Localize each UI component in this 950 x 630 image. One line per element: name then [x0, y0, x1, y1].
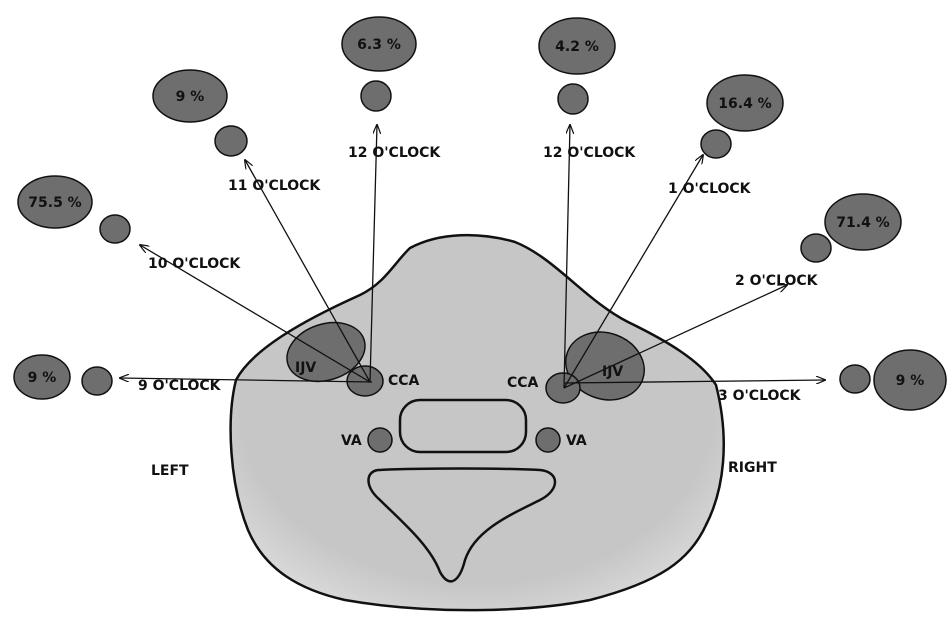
bubble-10-oclock: 75.5 % — [18, 176, 130, 243]
bubble-2-oclock: 71.4 % — [801, 194, 901, 262]
percent-10-oclock: 75.5 % — [28, 195, 81, 211]
percent-left-12-oclock: 6.3 % — [357, 37, 401, 53]
percent-9-oclock: 9 % — [28, 370, 57, 386]
cca-right-label: CCA — [507, 375, 539, 391]
va-left-label: VA — [341, 433, 362, 449]
label-right-12-oclock: 12 O'CLOCK — [543, 145, 636, 161]
bubble-left-12-oclock: 6.3 % — [342, 17, 416, 111]
side-label-right: RIGHT — [728, 460, 777, 476]
bubble-11-oclock: 9 % — [153, 70, 247, 156]
label-11-oclock: 11 O'CLOCK — [228, 178, 321, 194]
side-label-left: LEFT — [151, 463, 189, 479]
percent-2-oclock: 71.4 % — [836, 215, 889, 231]
label-3-oclock: 3 O'CLOCK — [718, 388, 802, 404]
bubble-right-12-oclock: 4.2 % — [539, 18, 615, 114]
label-9-oclock: 9 O'CLOCK — [138, 378, 222, 394]
percent-3-oclock: 9 % — [896, 373, 925, 389]
percent-right-12-oclock: 4.2 % — [555, 39, 599, 55]
va-right-label: VA — [566, 433, 587, 449]
label-1-oclock: 1 O'CLOCK — [668, 181, 752, 197]
percent-11-oclock: 9 % — [176, 89, 205, 105]
label-10-oclock: 10 O'CLOCK — [148, 256, 241, 272]
ijv-left-label: IJV — [295, 360, 316, 376]
cca-left-label: CCA — [388, 373, 420, 389]
label-2-oclock: 2 O'CLOCK — [735, 273, 819, 289]
percent-1-oclock: 16.4 % — [718, 96, 771, 112]
bubble-1-oclock: 16.4 % — [701, 75, 783, 158]
bubble-3-oclock: 9 % — [840, 350, 946, 410]
vertebral-body — [400, 400, 526, 452]
ijv-right-label: IJV — [602, 364, 623, 380]
bubble-9-oclock: 9 % — [14, 355, 112, 399]
label-left-12-oclock: 12 O'CLOCK — [348, 145, 441, 161]
